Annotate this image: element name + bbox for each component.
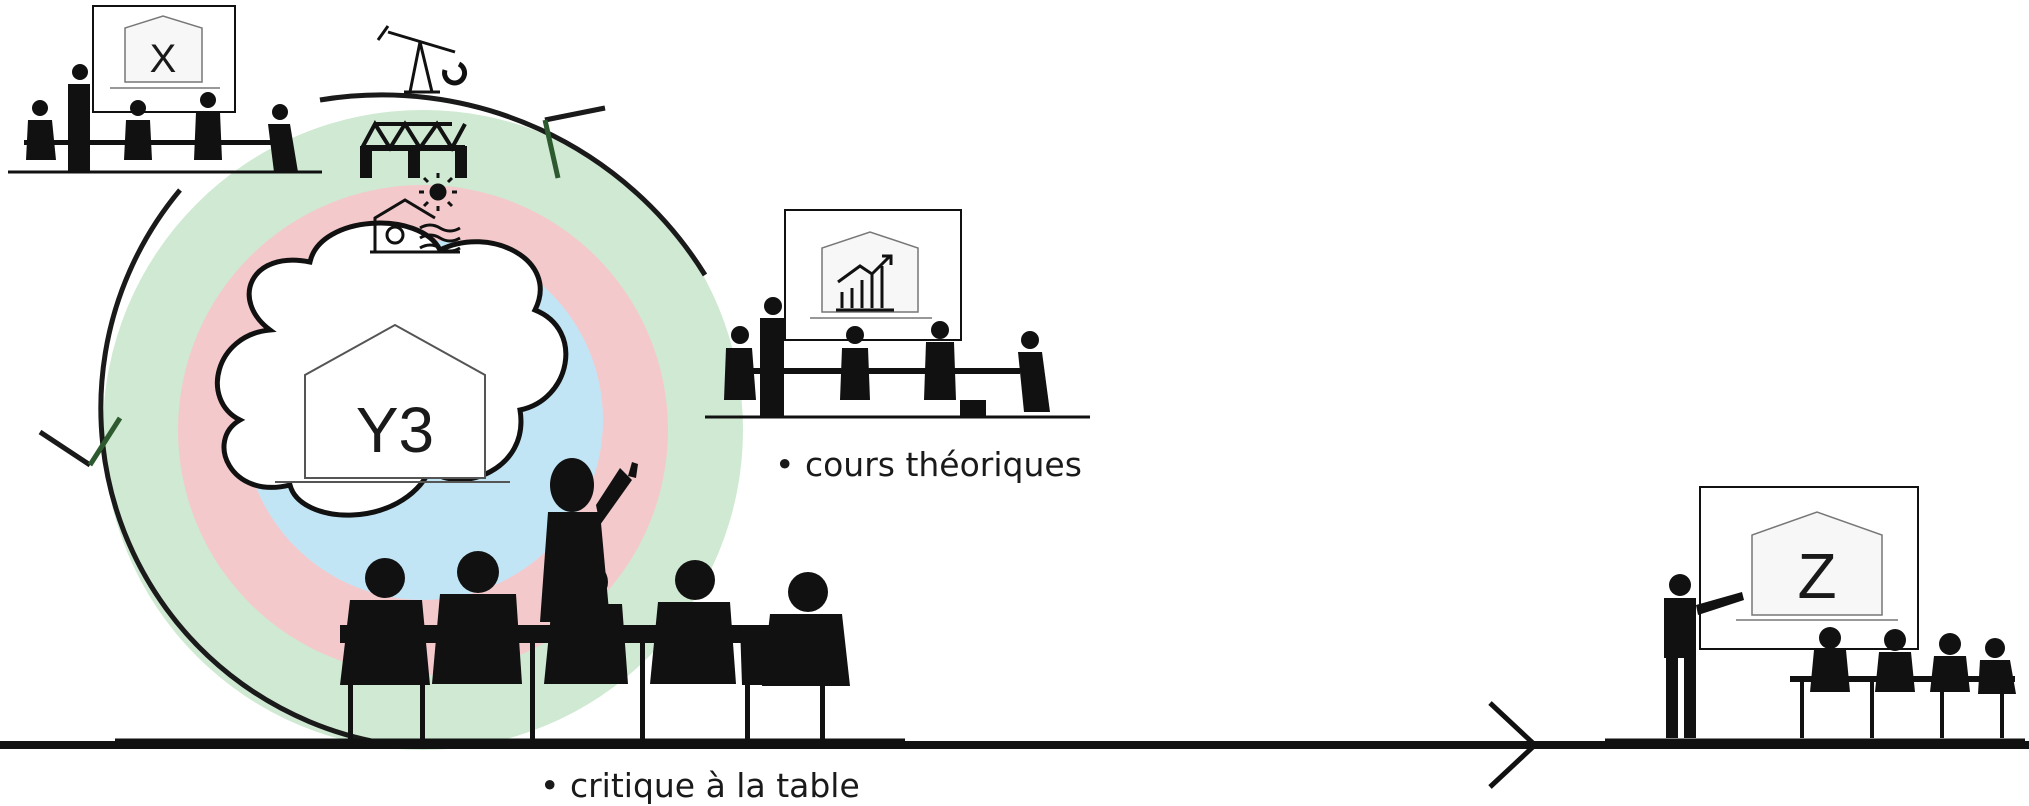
z-label: Z xyxy=(1797,540,1836,612)
cycle-arc xyxy=(98,92,708,748)
x-meeting: X xyxy=(8,5,322,174)
cycle-ticks xyxy=(38,105,606,468)
theory-meeting: • cours théoriques xyxy=(705,209,1090,484)
theory-meeting-people xyxy=(724,297,1050,416)
y-label: Y3 xyxy=(356,394,434,466)
theory-label: • cours théoriques xyxy=(775,445,1082,484)
critique-group xyxy=(340,458,850,740)
truss-bridge-icon xyxy=(360,120,467,178)
x-meeting-people xyxy=(24,64,298,172)
house-outline xyxy=(304,323,486,479)
cloud-board: Y3 xyxy=(214,220,569,518)
z-meeting-people xyxy=(1664,574,2016,738)
energy-house-icon xyxy=(370,173,461,254)
x-label: X xyxy=(150,37,177,81)
timeline xyxy=(0,701,2029,789)
oil-pump-icon xyxy=(376,25,468,94)
table-critique-label: • critique à la table xyxy=(540,766,860,805)
z-meeting: Z xyxy=(1664,486,2016,738)
growth-chart-icon xyxy=(836,254,894,312)
timeline-arrow xyxy=(1488,701,1539,789)
